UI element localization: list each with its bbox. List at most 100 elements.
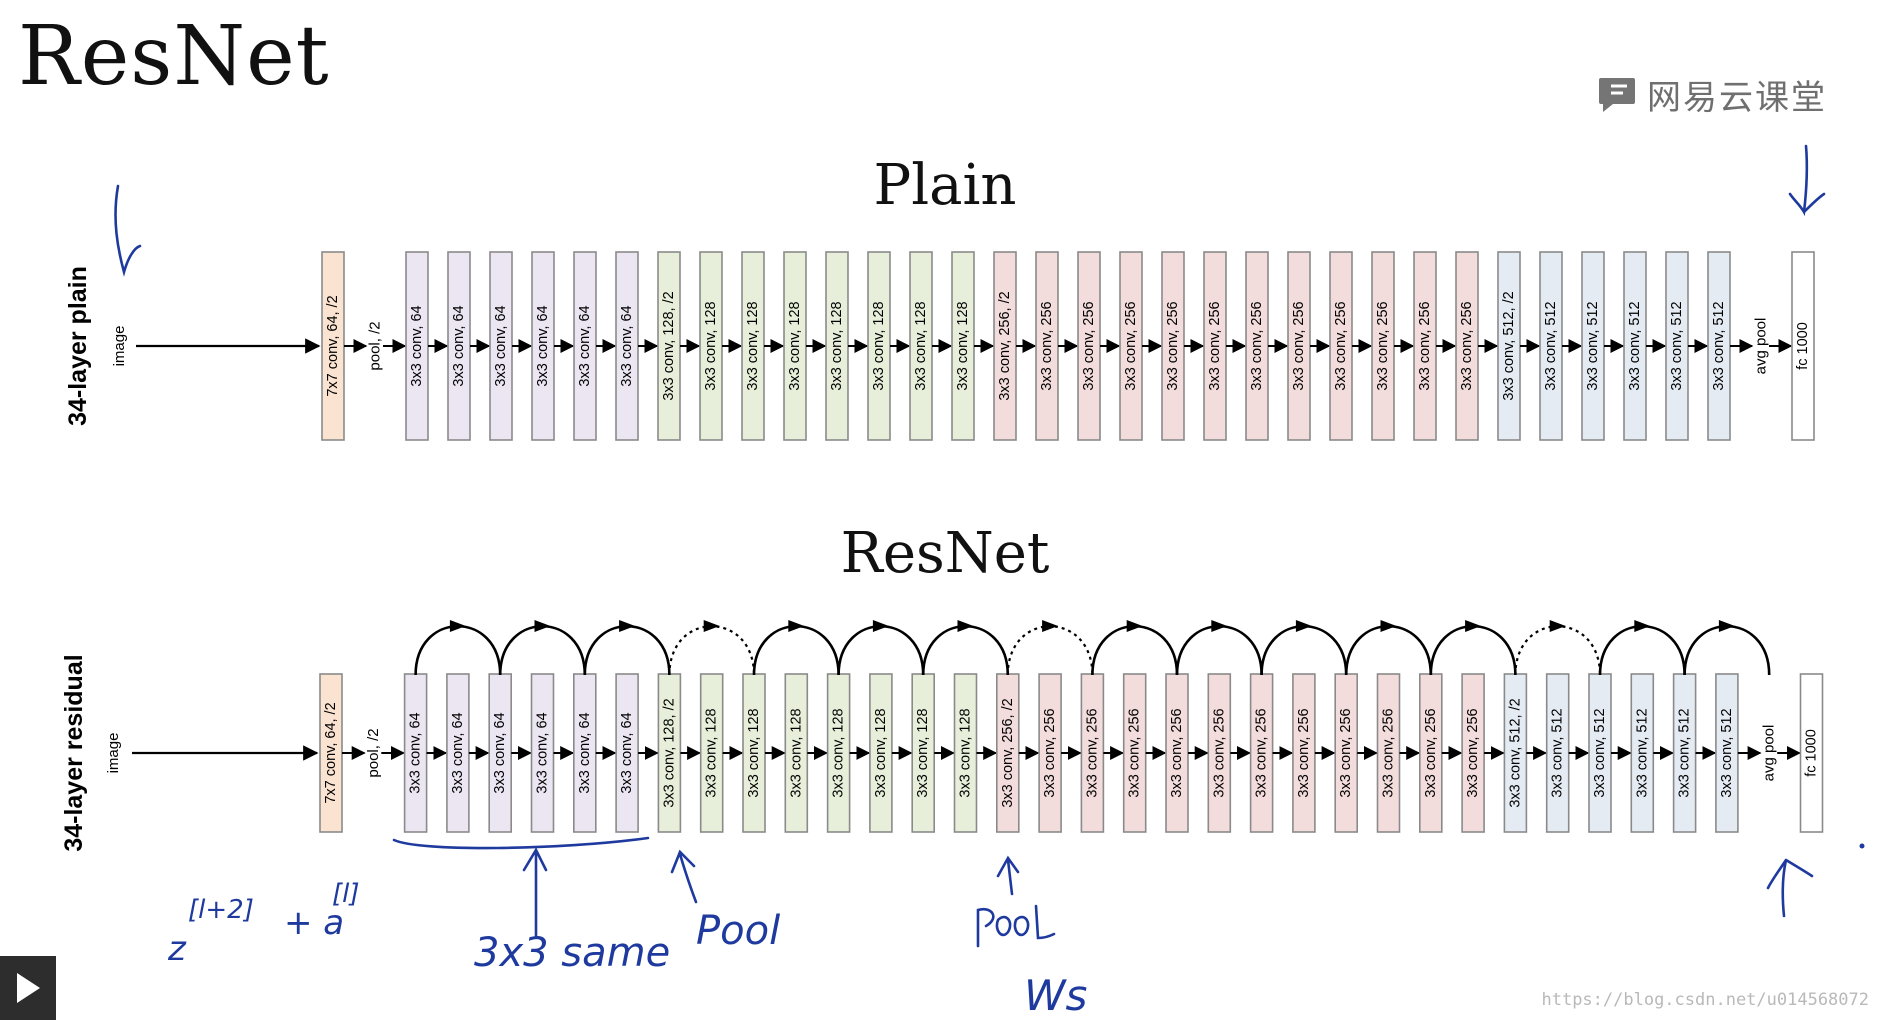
residual-layer-label: avg pool xyxy=(1761,725,1778,782)
residual-layer-label: 3x3 conv, 256 xyxy=(1127,708,1143,797)
identity-skip-arc xyxy=(752,625,840,676)
residual-layer-label: 3x3 conv, 256 xyxy=(1423,708,1439,797)
projection-skip-arc xyxy=(1006,625,1094,676)
arrow-same xyxy=(522,847,548,938)
play-button[interactable] xyxy=(0,956,56,1020)
residual-input-label: image xyxy=(105,733,122,774)
plain-layer-label: 3x3 conv, 256 xyxy=(1165,301,1181,390)
plain-layer-label: 3x3 conv, 128 xyxy=(913,301,929,390)
arrow-pool-1 xyxy=(670,849,698,904)
residual-layer-label: 3x3 conv, 128, /2 xyxy=(661,698,677,807)
plain-layer-label: 3x3 conv, 256, /2 xyxy=(997,291,1013,400)
skip-arrowhead xyxy=(1295,620,1312,632)
residual-layer-label: 3x3 conv, 256 xyxy=(1381,708,1397,797)
residual-layer-label: 3x3 conv, 128 xyxy=(958,708,974,797)
plain-layer-label: 3x3 conv, 64 xyxy=(619,305,635,386)
pool-annotation-1: Pool xyxy=(696,908,780,954)
brand-logo: 网易云课堂 xyxy=(1597,70,1827,119)
skip-connections xyxy=(414,620,1771,676)
arrow-fc xyxy=(1766,858,1814,918)
residual-layer-label: 3x3 conv, 512 xyxy=(1677,708,1693,797)
plain-layer-label: 3x3 conv, 128 xyxy=(955,301,971,390)
plain-layer-label: 3x3 conv, 256 xyxy=(1123,301,1139,390)
plain-heading: Plain xyxy=(873,153,1017,218)
residual-layer-label: 3x3 conv, 512 xyxy=(1592,708,1608,797)
skip-arrowhead xyxy=(1549,620,1566,632)
plain-layer-label: 3x3 conv, 256 xyxy=(1417,301,1433,390)
projection-skip-arc xyxy=(668,625,756,676)
skip-arrowhead xyxy=(1718,620,1735,632)
residual-layer-label: 3x3 conv, 64 xyxy=(492,712,508,793)
arrow-plain-input xyxy=(114,184,142,277)
plain-layer-label: 3x3 conv, 512, /2 xyxy=(1501,291,1517,400)
plain-layer-label: 3x3 conv, 512 xyxy=(1627,301,1643,390)
svg-text:[l+2]: [l+2] xyxy=(188,895,254,925)
skip-arrowhead xyxy=(957,620,974,632)
skip-arrowhead xyxy=(1126,620,1143,632)
identity-skip-arc xyxy=(414,625,502,676)
residual-layer-label: 7x7 conv, 64, /2 xyxy=(323,702,339,803)
skip-arrowhead xyxy=(1211,620,1228,632)
plain-layer-label: 3x3 conv, 256 xyxy=(1459,301,1475,390)
residual-layer-label: 3x3 conv, 256 xyxy=(1042,708,1058,797)
identity-skip-arc xyxy=(1344,625,1433,676)
brand-name: 网易云课堂 xyxy=(1647,78,1827,118)
plain-layer-label: 3x3 conv, 256 xyxy=(1291,301,1307,390)
identity-skip-arc xyxy=(1429,625,1517,676)
residual-layer-label: 3x3 conv, 512, /2 xyxy=(1507,698,1523,807)
plain-layer-label: 3x3 conv, 128 xyxy=(871,301,887,390)
plain-layer-label: 3x3 conv, 64 xyxy=(535,305,551,386)
handwriting-pool-2 xyxy=(976,904,1056,948)
residual-layer-label: 3x3 conv, 64 xyxy=(450,712,466,793)
residual-layer-label: 3x3 conv, 128 xyxy=(746,708,762,797)
plain-layer-label: 3x3 conv, 512 xyxy=(1543,301,1559,390)
residual-layer-label: 3x3 conv, 512 xyxy=(1634,708,1650,797)
skip-arrowhead xyxy=(619,620,636,632)
plain-layer-label: pool, /2 xyxy=(367,321,384,370)
residual-layer-label: 3x3 conv, 256, /2 xyxy=(1000,698,1016,807)
play-icon xyxy=(17,973,40,1003)
plain-layer-label: 3x3 conv, 128 xyxy=(787,301,803,390)
projection-skip-arc xyxy=(1514,625,1602,676)
residual-layer-label: 3x3 conv, 64 xyxy=(535,712,551,793)
plain-layer-label: avg pool xyxy=(1753,318,1770,375)
plain-row-label: 34-layer plain xyxy=(64,266,92,426)
plain-layer-label: 3x3 conv, 512 xyxy=(1585,301,1601,390)
arrow-plain-output xyxy=(1788,144,1826,217)
residual-layer-label: 3x3 conv, 64 xyxy=(619,712,635,793)
page-title: ResNet xyxy=(18,9,330,104)
plain-layer-label: 3x3 conv, 64 xyxy=(577,305,593,386)
identity-skip-arc xyxy=(583,625,671,676)
plain-layer-label: 3x3 conv, 64 xyxy=(451,305,467,386)
identity-skip-arc xyxy=(1175,625,1263,676)
identity-skip-arc xyxy=(921,625,1010,676)
residual-row-label: 34-layer residual xyxy=(60,654,88,851)
ink-annotations xyxy=(114,144,1826,948)
plain-layer-label: 3x3 conv, 256 xyxy=(1039,301,1055,390)
skip-arrowhead xyxy=(1465,620,1482,632)
plain-layer-label: 3x3 conv, 128 xyxy=(703,301,719,390)
plain-layer-label: 3x3 conv, 64 xyxy=(409,305,425,386)
residual-layer-label: 3x3 conv, 64 xyxy=(577,712,593,793)
residual-layer-label: 3x3 conv, 256 xyxy=(1169,708,1185,797)
svg-text:[l]: [l] xyxy=(332,879,360,909)
arrow-pool-2 xyxy=(996,855,1020,896)
residual-layer-label: 3x3 conv, 256 xyxy=(1465,708,1481,797)
plain-layer-box xyxy=(1791,251,1815,441)
residual-layer-label: 3x3 conv, 256 xyxy=(1254,708,1270,797)
identity-skip-arc xyxy=(1683,625,1771,676)
residual-layer-label: 3x3 conv, 256 xyxy=(1296,708,1312,797)
plain-layer-label: 3x3 conv, 128 xyxy=(745,301,761,390)
same-annotation: 3x3 same xyxy=(474,930,670,976)
residual-layer-label: 3x3 conv, 128 xyxy=(704,708,720,797)
residual-layer-label: fc 1000 xyxy=(1804,729,1820,777)
plain-layer-label: 7x7 conv, 64, /2 xyxy=(325,295,341,396)
watermark: https://blog.csdn.net/u014568072 xyxy=(1541,990,1869,1010)
skip-bracket xyxy=(392,836,650,850)
identity-skip-arc xyxy=(1091,625,1179,676)
identity-skip-arc xyxy=(1260,625,1348,676)
skip-arrowhead xyxy=(449,620,466,632)
